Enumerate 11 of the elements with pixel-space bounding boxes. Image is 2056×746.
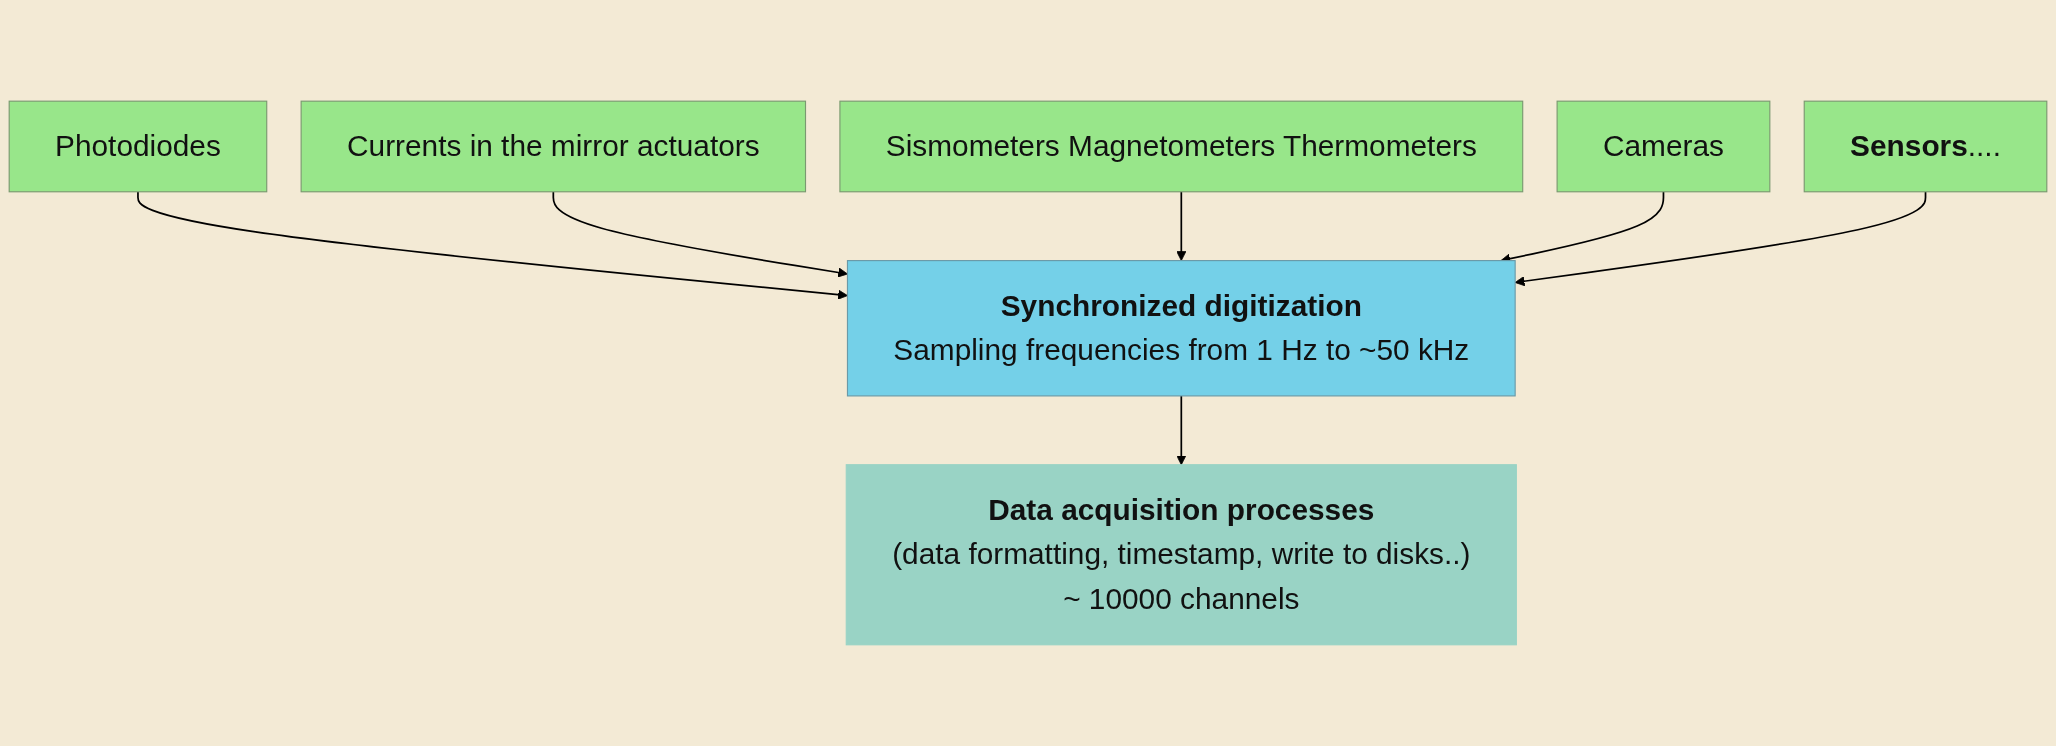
node-box: Currents in the mirror actuators [300, 100, 807, 193]
arrow [552, 190, 848, 278]
node-box: Sensors.... [1803, 100, 2048, 193]
arrow [137, 190, 848, 300]
node-box: Synchronized digitization Sampling frequencies from 1 Hz to ~50 kHz [846, 260, 1516, 397]
node-box: Data acquisition processes (data formatting, timestamp, write to disks..) ~ 10000 channels [845, 464, 1517, 646]
arrow [1176, 395, 1187, 466]
node-box: Cameras [1556, 100, 1771, 193]
arrow [1176, 190, 1187, 262]
node-box: Photodiodes [8, 100, 268, 193]
node-box: Sismometers Magnetometers Thermometers [839, 100, 1524, 193]
